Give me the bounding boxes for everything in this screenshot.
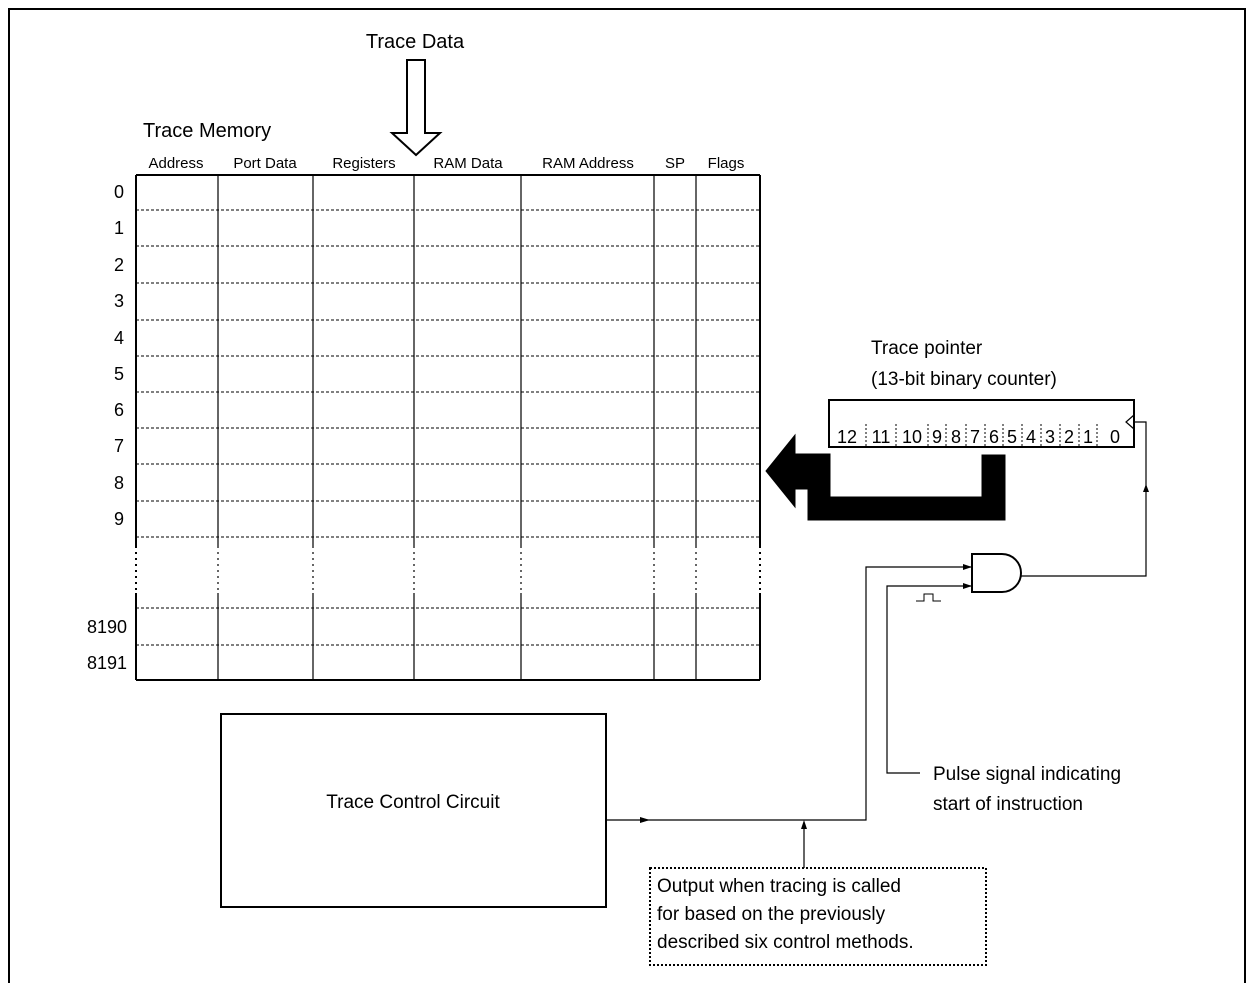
column-header-ram-data: RAM Data <box>433 155 503 172</box>
row-label: 8 <box>114 473 124 493</box>
row-label: 3 <box>114 291 124 311</box>
bit-label: 1 <box>1083 427 1093 447</box>
bit-label: 8 <box>951 427 961 447</box>
clock-signal-wire <box>1021 421 1147 577</box>
row-label: 0 <box>114 182 124 202</box>
column-header-flags: Flags <box>708 155 745 172</box>
trace-pointer-register: 12 11 10 9 8 7 6 5 4 3 2 1 0 <box>828 399 1135 448</box>
row-label: 1 <box>114 218 124 238</box>
pulse-label-line2: start of instruction <box>933 794 1083 815</box>
row-label: 5 <box>114 364 124 384</box>
bit-label: 0 <box>1110 427 1120 447</box>
bit-label: 2 <box>1064 427 1074 447</box>
pulse-signal-wire <box>886 585 972 774</box>
bit-label: 3 <box>1045 427 1055 447</box>
address-bus-arrow-icon <box>765 433 1006 521</box>
trace-enable-wire <box>606 566 972 821</box>
column-header-registers: Registers <box>332 155 395 172</box>
row-label: 7 <box>114 436 124 456</box>
row-label: 6 <box>114 400 124 420</box>
output-note-line: described six control methods. <box>657 932 914 953</box>
trace-pointer-subtitle: (13-bit binary counter) <box>871 369 1057 390</box>
bit-label: 6 <box>989 427 999 447</box>
trace-data-arrow-icon <box>389 59 443 157</box>
trace-pointer-title: Trace pointer <box>871 338 983 359</box>
outer-frame <box>8 8 1246 983</box>
bit-label: 9 <box>932 427 942 447</box>
bit-label: 4 <box>1026 427 1036 447</box>
row-label: 2 <box>114 255 124 275</box>
column-headers: Address Port Data Registers RAM Data RAM… <box>148 155 744 172</box>
bit-label: 10 <box>902 427 922 447</box>
output-note-box <box>649 867 987 966</box>
and-gate-icon <box>971 553 1022 593</box>
bit-label: 12 <box>837 427 857 447</box>
trace-control-circuit-label: Trace Control Circuit <box>326 792 500 813</box>
pulse-waveform-icon <box>916 593 941 602</box>
row-label: 9 <box>114 509 124 529</box>
output-note-arrow-icon <box>801 820 807 829</box>
trace-data-label: Trace Data <box>366 31 465 53</box>
pulse-label: Pulse signal indicating <box>933 764 1121 785</box>
clock-input-icon <box>1125 414 1135 430</box>
column-header-address: Address <box>148 155 203 172</box>
bit-label: 11 <box>872 427 891 447</box>
trace-memory-title: Trace Memory <box>143 120 271 142</box>
pulse-input-arrow-icon <box>963 583 972 589</box>
column-header-sp: SP <box>665 155 685 172</box>
trace-control-circuit <box>220 713 607 908</box>
row-label: 8190 <box>87 617 127 637</box>
column-header-ram-address: RAM Address <box>542 155 634 172</box>
output-note-line: for based on the previously <box>657 904 886 925</box>
trace-memory-table <box>135 174 761 681</box>
output-note-line: Output when tracing is called <box>657 876 901 897</box>
row-label: 8191 <box>87 653 127 673</box>
bit-label: 7 <box>970 427 980 447</box>
row-labels: 0 1 2 3 4 5 6 7 8 9 8190 8191 <box>87 182 127 673</box>
and-input-arrow-icon <box>963 564 972 570</box>
row-label: 4 <box>114 328 124 348</box>
trace-enable-arrow-icon <box>640 817 650 823</box>
column-header-port-data: Port Data <box>233 155 297 172</box>
clock-arrow-icon <box>1143 484 1149 492</box>
bit-label: 5 <box>1007 427 1017 447</box>
